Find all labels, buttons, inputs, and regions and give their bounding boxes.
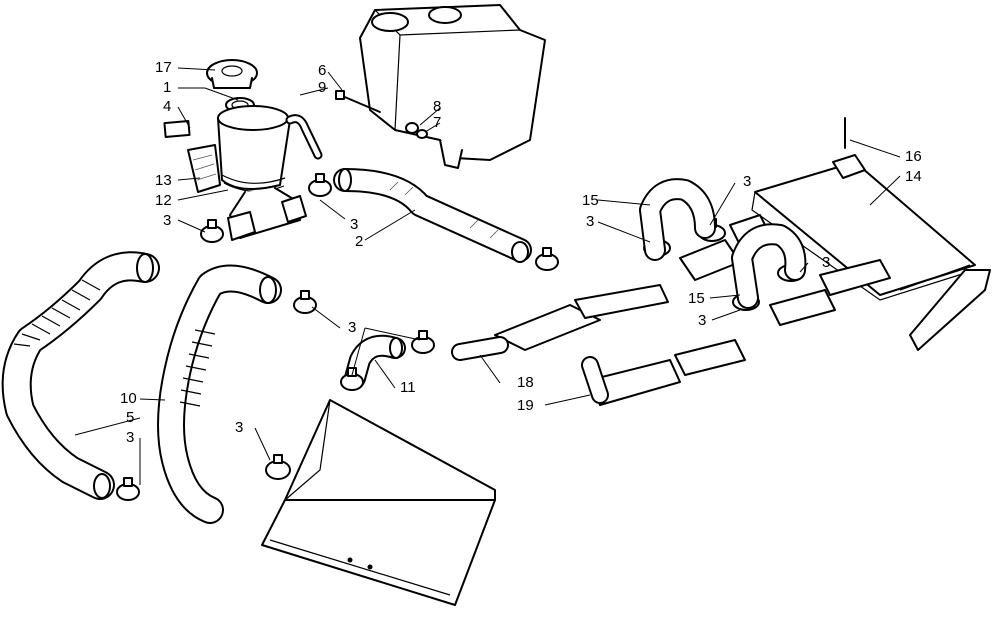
callout-19: 19	[517, 397, 534, 414]
callout-12: 12	[155, 192, 172, 209]
callout-10: 10	[120, 390, 137, 407]
callout-7: 7	[433, 114, 441, 131]
callout-1: 1	[163, 79, 171, 96]
u-tubes	[639, 178, 807, 309]
callout-15: 15	[582, 192, 599, 209]
callout-2: 2	[355, 233, 363, 250]
callout-18: 18	[517, 374, 534, 391]
heat-exchanger-lower	[261, 399, 496, 606]
vent-tube	[285, 114, 323, 160]
hose-10	[157, 264, 282, 524]
hose-5	[1, 251, 160, 500]
callout-15: 15	[688, 290, 705, 307]
callout-3: 3	[163, 212, 171, 229]
hose-2	[333, 168, 532, 263]
callout-3: 3	[698, 312, 706, 329]
callout-3: 3	[126, 429, 134, 446]
radiator-cap	[206, 59, 258, 89]
callout-3: 3	[235, 419, 243, 436]
hose-11	[344, 334, 406, 389]
callout-3: 3	[350, 216, 358, 233]
callout-labels: 17 1 4 13 12 3 6 9 8 7 2 3 15 3 3 16 14 …	[120, 59, 922, 446]
callout-3: 3	[743, 173, 751, 190]
callout-17: 17	[155, 59, 172, 76]
elbow-tube-19	[581, 356, 609, 404]
callout-3: 3	[586, 213, 594, 230]
leader-lines	[74, 67, 901, 485]
filler-neck-housing	[217, 105, 307, 241]
screw-bolt	[335, 90, 381, 113]
callout-6: 6	[318, 62, 326, 79]
washer-nut	[405, 122, 428, 139]
decal	[163, 119, 191, 139]
tunnel-heat-exchanger-sections	[494, 214, 891, 406]
overflow-bottle	[187, 144, 221, 193]
elbow-tube-18	[451, 336, 509, 361]
callout-3: 3	[348, 319, 356, 336]
callout-3: 3	[822, 254, 830, 271]
heat-exchanger-upper	[751, 161, 991, 351]
callout-9: 9	[318, 79, 326, 96]
callout-16: 16	[905, 148, 922, 165]
callout-4: 4	[163, 98, 171, 115]
callout-14: 14	[905, 168, 922, 185]
sensor-probe	[832, 117, 866, 179]
callout-8: 8	[433, 98, 441, 115]
callout-5: 5	[126, 409, 134, 426]
callout-11: 11	[400, 379, 416, 396]
callout-13: 13	[155, 172, 172, 189]
coolant-tank	[359, 4, 546, 169]
